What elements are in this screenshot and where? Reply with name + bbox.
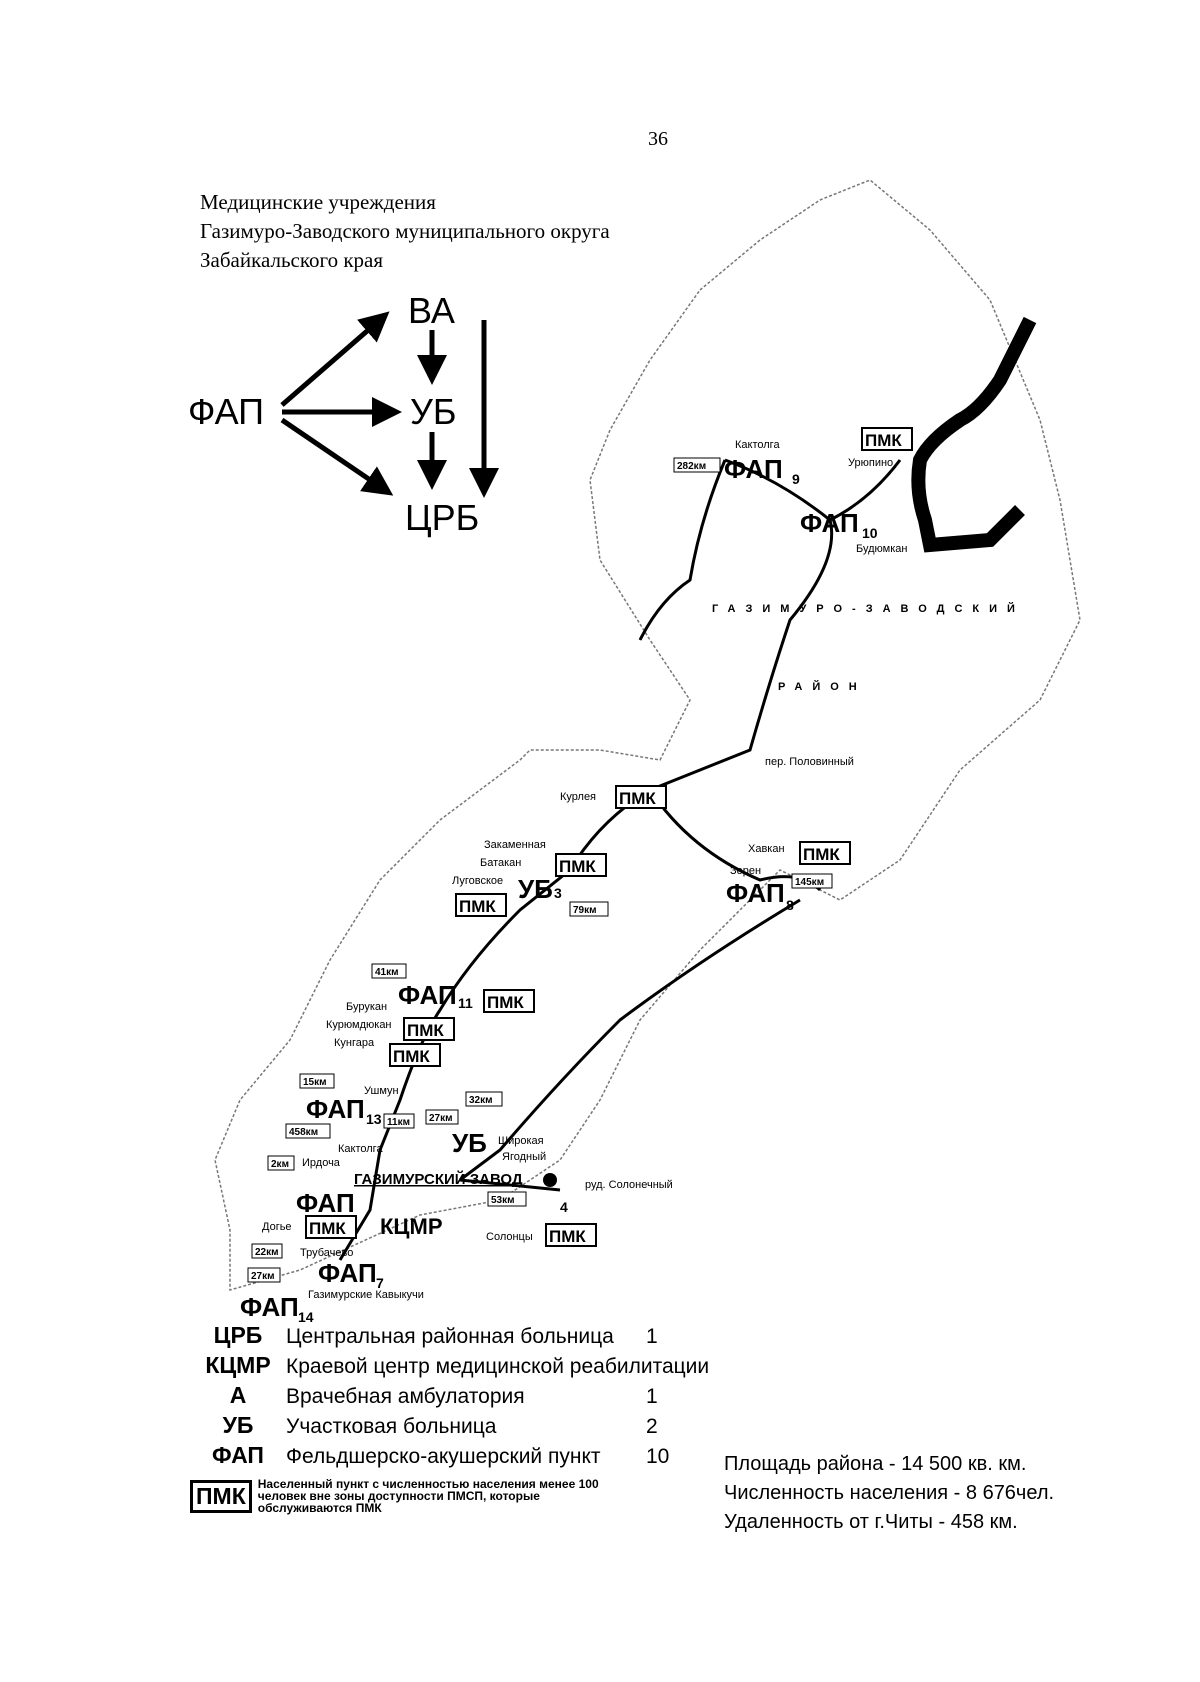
- settlement-label: Кактолга: [338, 1143, 383, 1155]
- settlement-label: Кактолга: [735, 439, 780, 451]
- svg-text:ФАП: ФАП: [240, 1292, 299, 1322]
- svg-text:ПМК: ПМК: [393, 1047, 430, 1066]
- scheme-labels: ФАП ВА УБ ЦРБ: [188, 290, 479, 538]
- distance-label: 27км: [251, 1271, 275, 1282]
- page-title: Медицинские учреждения Газимуро-Заводско…: [200, 188, 610, 275]
- svg-text:ФАП: ФАП: [724, 454, 783, 484]
- svg-text:ФАП: ФАП: [296, 1188, 355, 1218]
- svg-text:ФАП: ФАП: [800, 508, 859, 538]
- distance-label: 15км: [303, 1077, 327, 1088]
- svg-text:ПМК: ПМК: [619, 789, 656, 808]
- settlement-label: Урюпино: [848, 457, 893, 469]
- settlement-label: Трубачево: [300, 1247, 353, 1259]
- svg-text:ФАП: ФАП: [726, 878, 785, 908]
- distance-label: 32км: [469, 1095, 493, 1106]
- title-line: Газимуро-Заводского муниципального округ…: [200, 219, 610, 243]
- distance-label: 11км: [387, 1117, 410, 1128]
- svg-text:14: 14: [298, 1309, 314, 1325]
- svg-text:4: 4: [560, 1199, 568, 1215]
- distance-label: 27км: [429, 1113, 453, 1124]
- svg-text:7: 7: [376, 1275, 384, 1291]
- svg-text:11: 11: [458, 995, 473, 1011]
- scheme-arrows: [280, 311, 499, 498]
- stat-population: Численность населения - 8 676чел.: [724, 1482, 1055, 1504]
- settlement-labels: Кактолга Урюпино Будюмкан пер. Половинны…: [262, 439, 907, 1301]
- title-line: Медицинские учреждения: [200, 190, 436, 214]
- svg-text:8: 8: [786, 897, 794, 913]
- scheme-fap: ФАП: [188, 391, 264, 432]
- svg-text:ПМК: ПМК: [487, 993, 524, 1012]
- settlement-label: Широкая: [498, 1135, 544, 1147]
- svg-text:УБ: УБ: [518, 874, 553, 904]
- svg-text:13: 13: [366, 1111, 382, 1127]
- settlement-label: Батакан: [480, 857, 521, 869]
- settlement-label: Будюмкан: [856, 543, 907, 555]
- distance-label: 458км: [289, 1127, 318, 1138]
- settlement-label: Курюмдюкан: [326, 1019, 392, 1031]
- svg-text:ПМК: ПМК: [459, 897, 496, 916]
- svg-text:КЦМР: КЦМР: [380, 1214, 443, 1239]
- scheme-va: ВА: [408, 290, 455, 331]
- settlement-label: Ушмун: [364, 1085, 399, 1097]
- distance-label: 53км: [491, 1195, 515, 1206]
- state-border: [911, 316, 1037, 553]
- district-name: ГАЗИМУРО-ЗАВОДСКИЙ РАЙОН: [712, 602, 1025, 693]
- distance-label: 41км: [375, 967, 399, 978]
- settlement-label: руд. Солонечный: [585, 1179, 673, 1191]
- settlement-label: Солонцы: [486, 1231, 533, 1243]
- facility-markers: ФАП ФАП ФАП ФАП ФАП ФАП ФАП ФАП УБ УБ 9 …: [240, 454, 878, 1325]
- svg-text:ПМК: ПМК: [309, 1219, 346, 1238]
- distance-labels: 282км 145км 79км 41км 15км 11км 27км 32к…: [247, 457, 833, 1283]
- scheme-crb: ЦРБ: [405, 497, 479, 538]
- svg-text:ФАП: ФАП: [306, 1094, 365, 1124]
- svg-text:10: 10: [862, 525, 878, 541]
- svg-text:ПМК: ПМК: [549, 1227, 586, 1246]
- svg-text:ГАЗИМУРСКИЙ ЗАВОД: ГАЗИМУРСКИЙ ЗАВОД: [354, 1170, 523, 1188]
- settlement-label: Ирдоча: [302, 1157, 341, 1169]
- svg-text:ПМК: ПМК: [559, 857, 596, 876]
- stat-area: Площадь района - 14 500 кв. км.: [724, 1453, 1027, 1475]
- settlement-label: Газимурские Кавыкучи: [308, 1289, 424, 1301]
- pmk-markers: ПМК ПМК ПМК ПМК ПМК ПМК ПМК ПМК ПМК ПМК: [305, 427, 913, 1247]
- distance-label: 282км: [677, 461, 706, 472]
- distance-label: 145км: [795, 877, 824, 888]
- distance-label: 79км: [573, 905, 597, 916]
- settlement-label: Хавкан: [748, 843, 785, 855]
- svg-text:ФАП: ФАП: [318, 1258, 377, 1288]
- svg-text:ПМК: ПМК: [407, 1021, 444, 1040]
- settlement-label: Ягодный: [502, 1151, 546, 1163]
- settlement-label: Закаменная: [484, 839, 546, 851]
- svg-text:3: 3: [554, 885, 562, 901]
- scheme-ub: УБ: [410, 391, 457, 432]
- settlement-label: Кунгара: [334, 1037, 375, 1049]
- page-number: 36: [648, 128, 668, 150]
- settlement-label: Луговское: [452, 875, 503, 887]
- svg-text:ГАЗИМУРО-ЗАВОДСКИЙ: ГАЗИМУРО-ЗАВОДСКИЙ: [712, 602, 1025, 615]
- settlement-label: пер. Половинный: [765, 756, 854, 768]
- title-line: Забайкальского края: [200, 248, 384, 272]
- settlement-label: Догье: [262, 1221, 292, 1233]
- svg-text:УБ: УБ: [452, 1128, 487, 1158]
- distance-label: 2км: [271, 1159, 289, 1170]
- district-stats: Площадь района - 14 500 кв. км. Численно…: [724, 1450, 1054, 1537]
- distance-label: 22км: [255, 1247, 279, 1258]
- district-boundary: [214, 179, 1081, 1291]
- svg-text:РАЙОН: РАЙОН: [778, 680, 867, 693]
- svg-text:9: 9: [792, 471, 800, 487]
- svg-text:ФАП: ФАП: [398, 980, 457, 1010]
- settlement-label: Курлея: [560, 791, 596, 803]
- svg-text:ПМК: ПМК: [803, 845, 840, 864]
- stat-distance: Удаленность от г.Читы - 458 км.: [724, 1511, 1018, 1533]
- settlement-label: Зерен: [730, 865, 761, 877]
- svg-text:ПМК: ПМК: [865, 431, 902, 450]
- settlement-label: Бурукан: [346, 1001, 387, 1013]
